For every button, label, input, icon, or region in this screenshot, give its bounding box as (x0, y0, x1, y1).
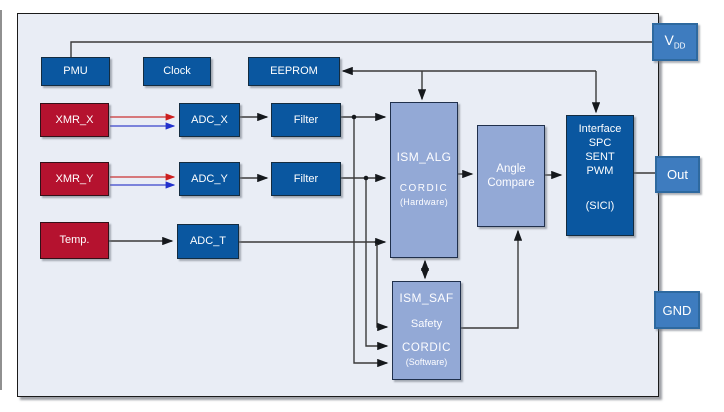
block-xmr-x: XMR_X (40, 103, 109, 137)
edge-filterx-ismalg-ismsaf (341, 112, 389, 368)
pin-vdd: VDD (652, 23, 698, 61)
ism-saf-title: ISM_SAF (399, 291, 454, 305)
ism-alg-title: ISM_ALG (396, 150, 452, 164)
block-filter-y: Filter (271, 162, 341, 196)
block-eeprom: EEPROM (248, 57, 340, 86)
temp-label: Temp. (59, 234, 90, 246)
block-filter-x: Filter (271, 103, 341, 137)
angle-compare-line2: Compare (487, 177, 535, 189)
interface-line2: SPC (588, 137, 612, 149)
pin-out: Out (655, 156, 700, 193)
pin-gnd: GND (654, 291, 700, 329)
block-temp: Temp. (40, 222, 109, 259)
interface-line3: SENT (585, 151, 615, 163)
gnd-label: GND (662, 302, 692, 318)
adc-t-label: ADC_T (189, 235, 227, 247)
edge-filtery-ismalg-ismsaf (341, 173, 389, 351)
adc-x-label: ADC_X (191, 113, 228, 126)
filter-x-label: Filter (293, 113, 319, 126)
block-pmu: PMU (41, 57, 110, 86)
ism-saf-cordic-label: CORDIC (402, 342, 451, 354)
edge-ismsaf-anglecompare (461, 229, 523, 329)
block-xmr-y: XMR_Y (40, 162, 109, 196)
block-ism-saf: ISM_SAF Safety CORDIC (Software) (392, 281, 461, 380)
block-angle-compare: Angle Compare (477, 125, 545, 227)
clock-label: Clock (163, 65, 191, 77)
eeprom-label: EEPROM (270, 65, 318, 77)
interface-line1: Interface (578, 123, 622, 135)
edge-eeprom-bus (341, 66, 601, 114)
block-adc-x: ADC_X (179, 103, 240, 137)
block-ism-alg: ISM_ALG CORDIC (Hardware) (390, 102, 458, 258)
block-adc-y: ADC_Y (179, 162, 240, 196)
out-label: Out (667, 167, 688, 182)
xmr-y-label: XMR_Y (55, 172, 94, 185)
block-adc-t: ADC_T (177, 224, 239, 259)
pmu-label: PMU (63, 65, 88, 77)
edge-xmry-adcy (110, 173, 176, 189)
ism-saf-safety-label: Safety (410, 318, 443, 330)
interface-sici-label: (SICI) (585, 200, 615, 212)
interface-line4: PWM (586, 165, 614, 177)
ism-saf-software-label: (Software) (405, 357, 448, 367)
xmr-x-label: XMR_X (55, 113, 94, 126)
edge-adct-ismalg-ismsaf (239, 237, 389, 332)
filter-y-label: Filter (293, 172, 319, 185)
adc-y-label: ADC_Y (191, 172, 228, 185)
edge-xmrx-adcx (110, 113, 176, 130)
ism-alg-cordic-label: CORDIC (399, 183, 449, 194)
vdd-label: VDD (664, 31, 686, 51)
block-interface: Interface SPC SENT PWM (SICI) (566, 115, 634, 236)
angle-compare-line1: Angle (496, 163, 526, 175)
ism-alg-hardware-label: (Hardware) (399, 197, 448, 207)
block-clock: Clock (143, 57, 211, 86)
edge-pmu-vdd (70, 41, 652, 57)
